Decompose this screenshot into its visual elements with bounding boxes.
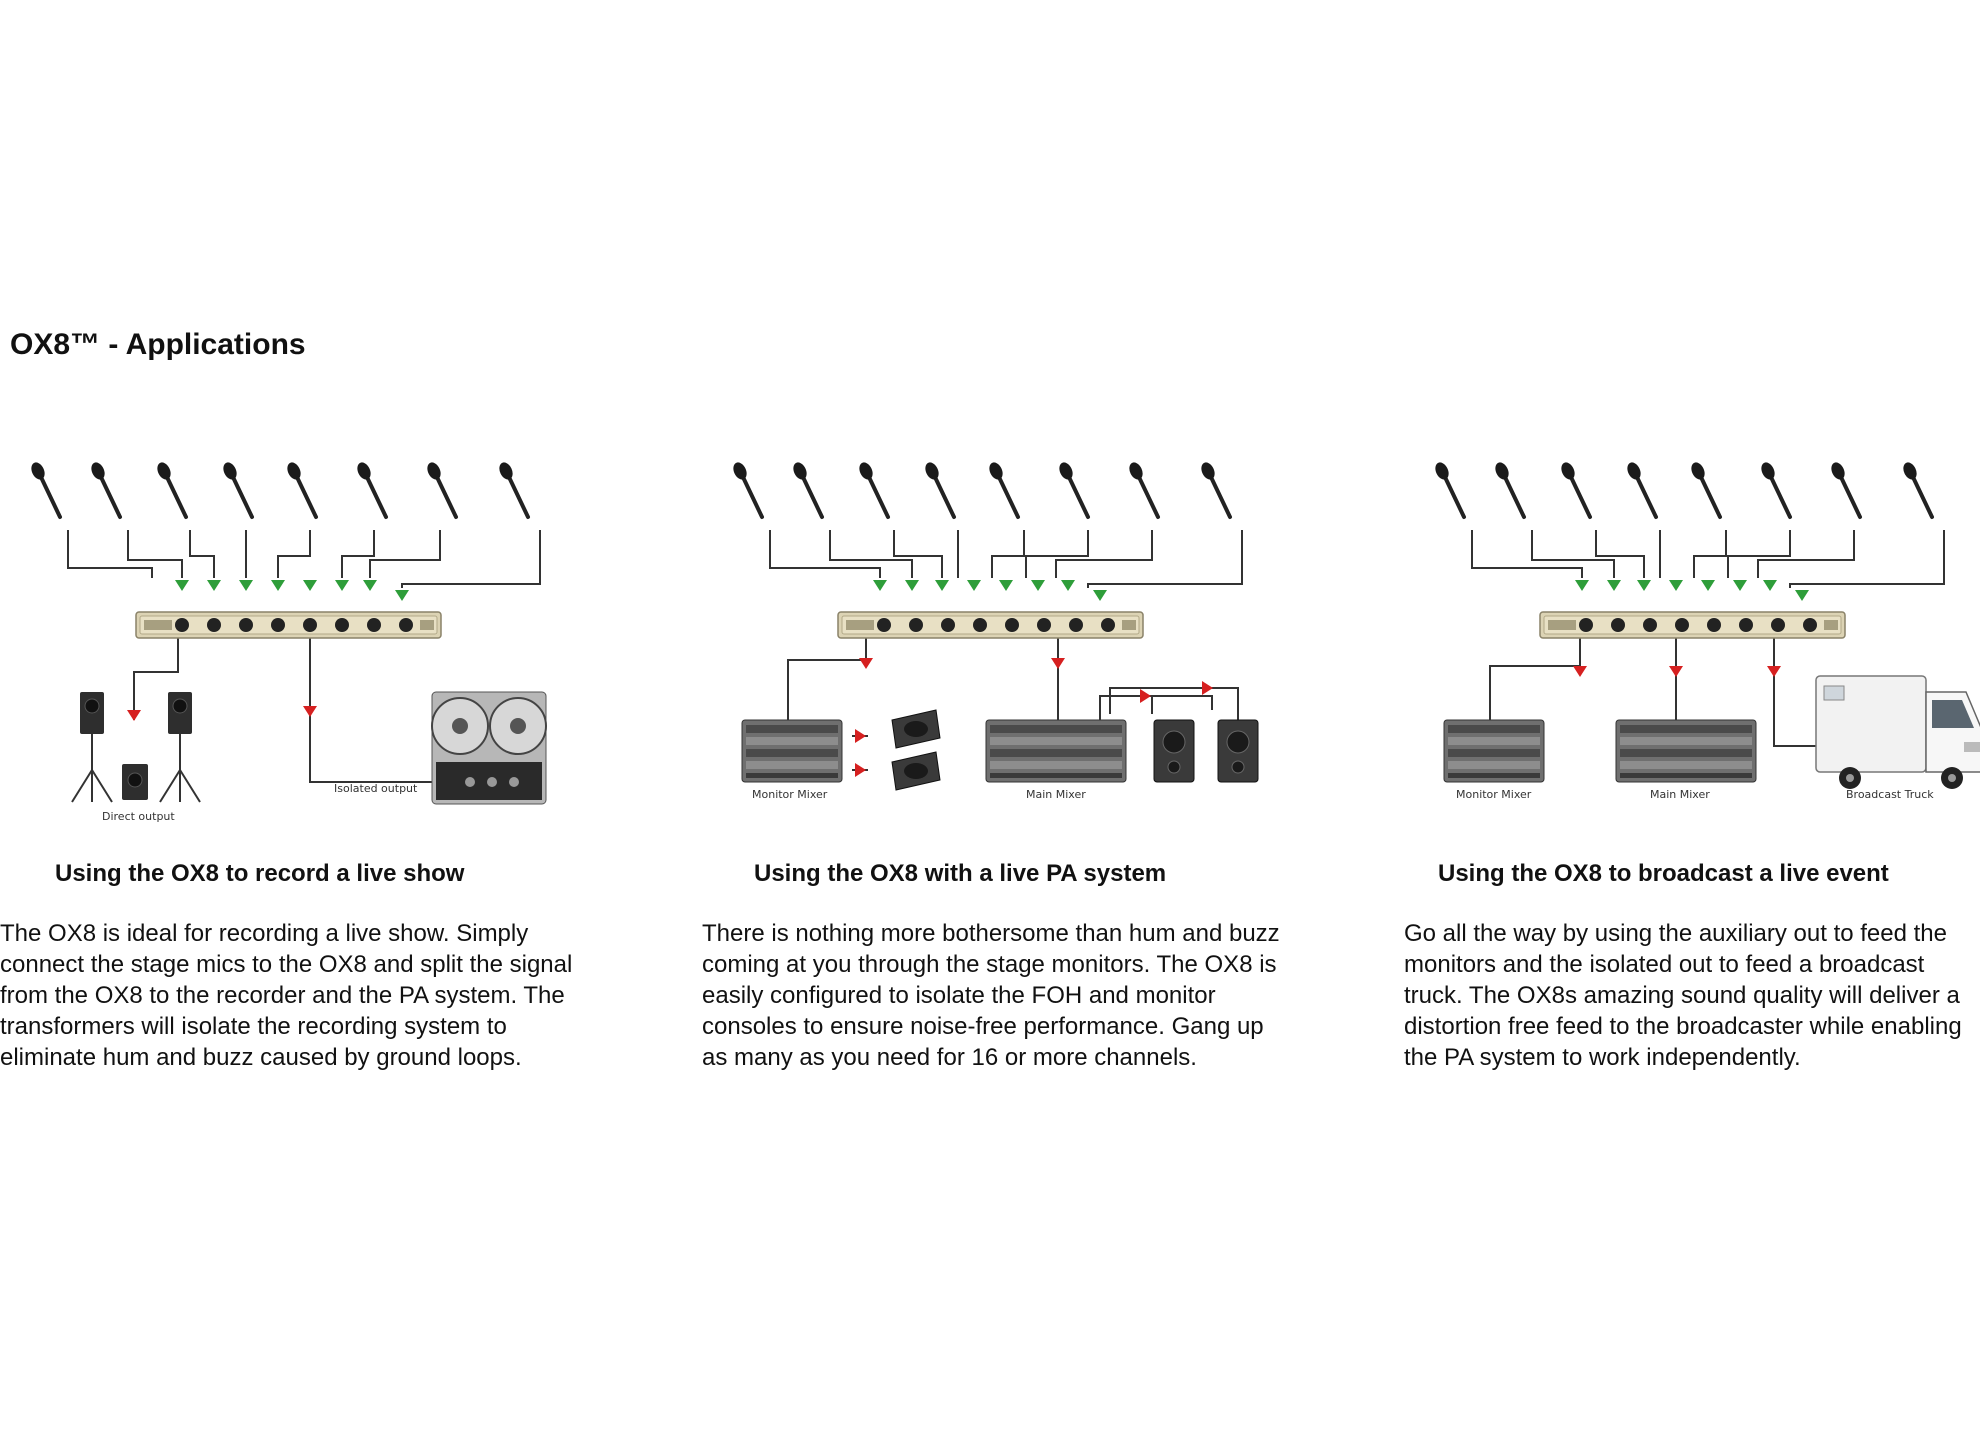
- stage-monitor-wedge-icon: [891, 709, 941, 791]
- live-pa-system-diagram: [728, 458, 1259, 791]
- monitor-mixer-caption: Monitor Mixer: [1456, 788, 1532, 801]
- isolated-output-caption: Isolated output: [334, 782, 418, 795]
- panel-text-record: The OX8 is ideal for recording a live sh…: [0, 920, 573, 1071]
- main-speaker-icon: [1153, 719, 1259, 783]
- ox8-rack-unit: [135, 611, 442, 639]
- panel-title-record: Using the OX8 to record a live show: [55, 860, 465, 887]
- main-mixer-caption: Main Mixer: [1026, 788, 1086, 801]
- panel-text-broadcast: Go all the way by using the auxiliary ou…: [1404, 920, 1962, 1071]
- ox8-rack-unit: [837, 611, 1144, 639]
- ox8-rack-unit: [1539, 611, 1846, 639]
- broadcast-live-event-diagram: [1430, 458, 1980, 789]
- panel-title-broadcast: Using the OX8 to broadcast a live event: [1438, 860, 1889, 887]
- mic-icon: [26, 458, 530, 519]
- main-mixer-icon: [985, 719, 1127, 783]
- direct-output-caption: Direct output: [102, 810, 175, 823]
- main-mixer-caption: Main Mixer: [1650, 788, 1710, 801]
- broadcast-truck-caption: Broadcast Truck: [1846, 788, 1934, 801]
- page-title: OX8™ - Applications: [10, 328, 306, 361]
- panel-broadcast-live-event: Monitor Mixer Main Mixer Broadcast Truck…: [1404, 430, 1980, 1130]
- panel-record-live-show: Direct output Isolated output Using the …: [0, 430, 700, 1130]
- pa-speaker-icon: [71, 692, 201, 803]
- main-mixer-icon: [1615, 719, 1757, 783]
- panel-live-pa-system: Monitor Mixer Main Mixer Using the OX8 w…: [702, 430, 1402, 1130]
- panel-text-pa: There is nothing more bothersome than hu…: [702, 920, 1280, 1071]
- monitor-mixer-icon: [1443, 719, 1545, 783]
- record-live-show-diagram: [26, 458, 547, 805]
- reel-to-reel-recorder-icon: [431, 691, 547, 805]
- broadcast-truck-icon: [1815, 675, 1980, 789]
- monitor-mixer-icon: [741, 719, 843, 783]
- panel-title-pa: Using the OX8 with a live PA system: [754, 860, 1167, 887]
- monitor-mixer-caption: Monitor Mixer: [752, 788, 828, 801]
